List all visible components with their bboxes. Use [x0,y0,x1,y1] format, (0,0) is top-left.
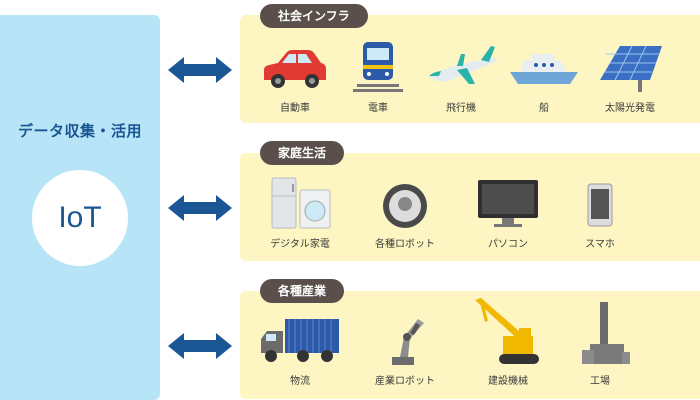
robot-arm-icon [392,319,424,365]
category-label-industry: 各種産業 [260,279,345,303]
item-car: 自動車 [245,40,345,114]
item-label: 工場 [590,376,610,387]
solar-panel-icon [600,45,662,92]
item-label: 電車 [368,103,388,114]
iot-panel-title: データ収集・活用 [17,122,142,140]
double-arrow-icon [168,195,232,221]
double-arrow-icon [168,57,232,83]
item-label: パソコン [488,239,528,250]
iot-circle: IoT [32,170,128,266]
smartphone-icon [587,183,613,227]
item-airplane: 飛行機 [411,40,511,114]
item-label: 太陽光発電 [605,103,655,114]
item-label: 建設機械 [488,376,528,387]
item-industrial-robot: 産業ロボット [355,313,455,387]
item-label: 飛行機 [446,103,476,114]
item-logistics: 物流 [250,313,350,387]
item-train: 電車 [328,40,428,114]
crane-icon [475,298,539,364]
category-label-infrastructure: 社会インフラ [260,4,368,28]
monitor-icon [478,180,538,227]
appliances-icon [271,177,331,229]
train-icon [353,42,403,92]
category-label-home: 家庭生活 [260,141,345,165]
item-digital-appliances: デジタル家電 [250,176,350,250]
item-label: 各種ロボット [375,239,435,250]
airplane-icon [429,46,497,84]
item-ship: 船 [494,40,594,114]
item-label: 産業ロボット [375,376,435,387]
item-construction-machine: 建設機械 [458,296,558,387]
item-label: 船 [539,103,549,114]
ship-icon [510,54,578,84]
truck-icon [261,319,339,362]
item-smartphone: スマホ [550,176,650,250]
double-arrow-icon [168,333,232,359]
car-icon [264,50,326,88]
item-robots: 各種ロボット [355,176,455,250]
item-label: スマホ [585,239,615,250]
item-factory: 工場 [550,300,650,387]
factory-icon [582,302,630,364]
item-label: デジタル家電 [270,239,330,250]
item-pc: パソコン [458,176,558,250]
iot-label: IoT [58,201,102,234]
item-label: 物流 [290,376,310,387]
robot-vacuum-icon [383,184,427,228]
item-label: 自動車 [280,103,310,114]
item-solar-panel: 太陽光発電 [580,40,680,114]
